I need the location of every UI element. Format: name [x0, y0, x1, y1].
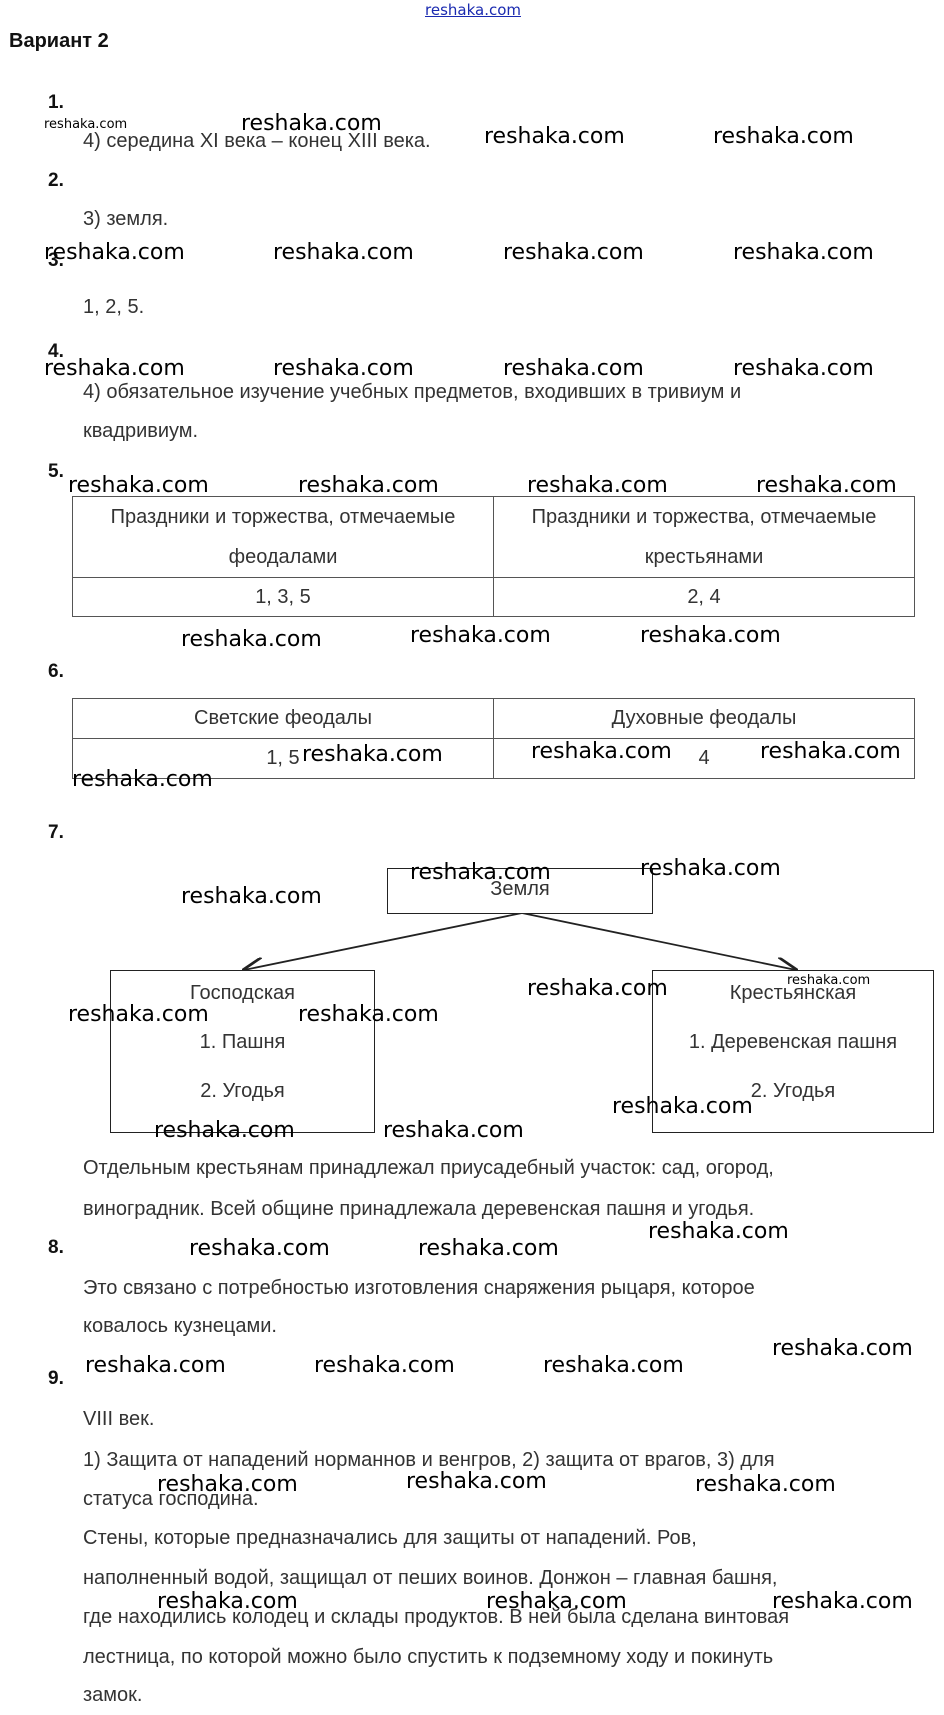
- diagram-root-box: Земля: [387, 868, 653, 914]
- feudals-table: Светские феодалы Духовные феодалы 1, 5 4: [72, 698, 915, 779]
- watermark: reshaka.com: [273, 356, 414, 381]
- diagram-left-title: Господская: [190, 982, 295, 1004]
- watermark: reshaka.com: [410, 860, 551, 885]
- watermark: reshaka.com: [527, 976, 668, 1001]
- site-link[interactable]: reshaka.com: [425, 1, 521, 19]
- watermark: reshaka.com: [298, 473, 439, 498]
- answer-text: замок.: [83, 1684, 143, 1706]
- watermark: reshaka.com: [503, 240, 644, 265]
- watermark: reshaka.com: [181, 884, 322, 909]
- watermark: reshaka.com: [72, 767, 213, 792]
- answer-text: 4) обязательное изучение учебных предмет…: [83, 381, 742, 403]
- watermark: reshaka.com: [44, 117, 128, 132]
- diagram-root-label: Земля: [490, 878, 550, 900]
- watermark: reshaka.com: [406, 1469, 547, 1494]
- question-number: 5.: [48, 461, 64, 482]
- watermark: reshaka.com: [314, 1353, 455, 1378]
- watermark: reshaka.com: [648, 1219, 789, 1244]
- question-number: 8.: [48, 1237, 64, 1258]
- watermark: reshaka.com: [787, 973, 871, 988]
- answer-text: статуса господина.: [83, 1488, 259, 1510]
- watermark: reshaka.com: [383, 1118, 524, 1143]
- diagram-right-item: 1. Деревенская пашня: [688, 1031, 898, 1053]
- question-number: 9.: [48, 1368, 64, 1389]
- watermark: reshaka.com: [273, 240, 414, 265]
- question-number: 7.: [48, 822, 64, 843]
- arrow-right: [521, 912, 796, 970]
- watermark: reshaka.com: [302, 742, 443, 767]
- watermark: reshaka.com: [713, 124, 854, 149]
- answer-text: ковалось кузнецами.: [83, 1315, 277, 1337]
- question-number: 3.: [48, 250, 64, 271]
- page-title: Вариант 2: [9, 30, 109, 52]
- diagram-right-item: 2. Угодья: [750, 1080, 836, 1102]
- question-number: 1.: [48, 92, 64, 113]
- answer-text: где находились колодец и склады продукто…: [83, 1606, 790, 1628]
- answer-text: VIII век.: [83, 1408, 155, 1430]
- watermark: reshaka.com: [503, 356, 644, 381]
- answer-text: Это связано с потребностью изготовления …: [83, 1277, 755, 1299]
- table-cell: 2, 4: [493, 577, 915, 617]
- table-cell: 1, 3, 5: [72, 577, 494, 617]
- watermark: reshaka.com: [68, 1002, 209, 1027]
- watermark: reshaka.com: [531, 739, 672, 764]
- watermark: reshaka.com: [181, 627, 322, 652]
- watermark: reshaka.com: [44, 356, 185, 381]
- diagram-left-box: Господская 1. Пашня 2. Угодья: [110, 970, 375, 1133]
- watermark: reshaka.com: [640, 856, 781, 881]
- answer-text: виноградник. Всей общине принадлежала де…: [83, 1198, 755, 1220]
- watermark: reshaka.com: [772, 1589, 913, 1614]
- watermark: reshaka.com: [733, 240, 874, 265]
- watermark: reshaka.com: [157, 1589, 298, 1614]
- diagram-left-item: 2. Угодья: [200, 1080, 285, 1102]
- table-header-cell: Светские феодалы: [72, 698, 494, 739]
- watermark: reshaka.com: [543, 1353, 684, 1378]
- diagram-right-title: Крестьянская: [729, 982, 857, 1004]
- watermark: reshaka.com: [760, 739, 901, 764]
- watermark: reshaka.com: [484, 124, 625, 149]
- answer-text: 1, 2, 5.: [83, 296, 145, 318]
- question-number: 4.: [48, 341, 64, 362]
- watermark: reshaka.com: [612, 1094, 753, 1119]
- watermark: reshaka.com: [410, 623, 551, 648]
- watermark: reshaka.com: [418, 1236, 559, 1261]
- watermark: reshaka.com: [85, 1353, 226, 1378]
- watermark: reshaka.com: [44, 240, 185, 265]
- question-number: 2.: [48, 170, 64, 191]
- watermark: reshaka.com: [68, 473, 209, 498]
- answer-text: Стены, которые предназначались для защит…: [83, 1527, 697, 1549]
- question-number: 6.: [48, 661, 64, 682]
- watermark: reshaka.com: [772, 1336, 913, 1361]
- watermark: reshaka.com: [189, 1236, 330, 1261]
- answer-text: лестница, по которой можно было спустить…: [83, 1646, 774, 1668]
- answer-text: 3) земля.: [83, 208, 169, 230]
- watermark: reshaka.com: [756, 473, 897, 498]
- arrow-left: [244, 912, 523, 970]
- table-cell: 4: [493, 738, 915, 779]
- answer-text: наполненный водой, защищал от пеших воин…: [83, 1567, 778, 1589]
- watermark: reshaka.com: [640, 623, 781, 648]
- answer-text: квадривиум.: [83, 420, 199, 442]
- diagram-left-item: 1. Пашня: [199, 1031, 286, 1053]
- table-cell: 1, 5: [72, 738, 494, 779]
- watermark: reshaka.com: [486, 1589, 627, 1614]
- watermark: reshaka.com: [733, 356, 874, 381]
- watermark: reshaka.com: [695, 1472, 836, 1497]
- diagram-right-box: Крестьянская 1. Деревенская пашня 2. Уго…: [652, 970, 934, 1133]
- table-header-cell: Духовные феодалы: [493, 698, 915, 739]
- answer-text: 4) середина XI века – конец XIII века.: [83, 130, 431, 152]
- watermark: reshaka.com: [527, 473, 668, 498]
- watermark: reshaka.com: [154, 1118, 295, 1143]
- watermark: reshaka.com: [298, 1002, 439, 1027]
- watermark: reshaka.com: [157, 1472, 298, 1497]
- watermark: reshaka.com: [241, 111, 382, 136]
- answer-text: 1) Защита от нападений норманнов и венгр…: [83, 1449, 775, 1471]
- answer-text: Отдельным крестьянам принадлежал приусад…: [83, 1157, 774, 1179]
